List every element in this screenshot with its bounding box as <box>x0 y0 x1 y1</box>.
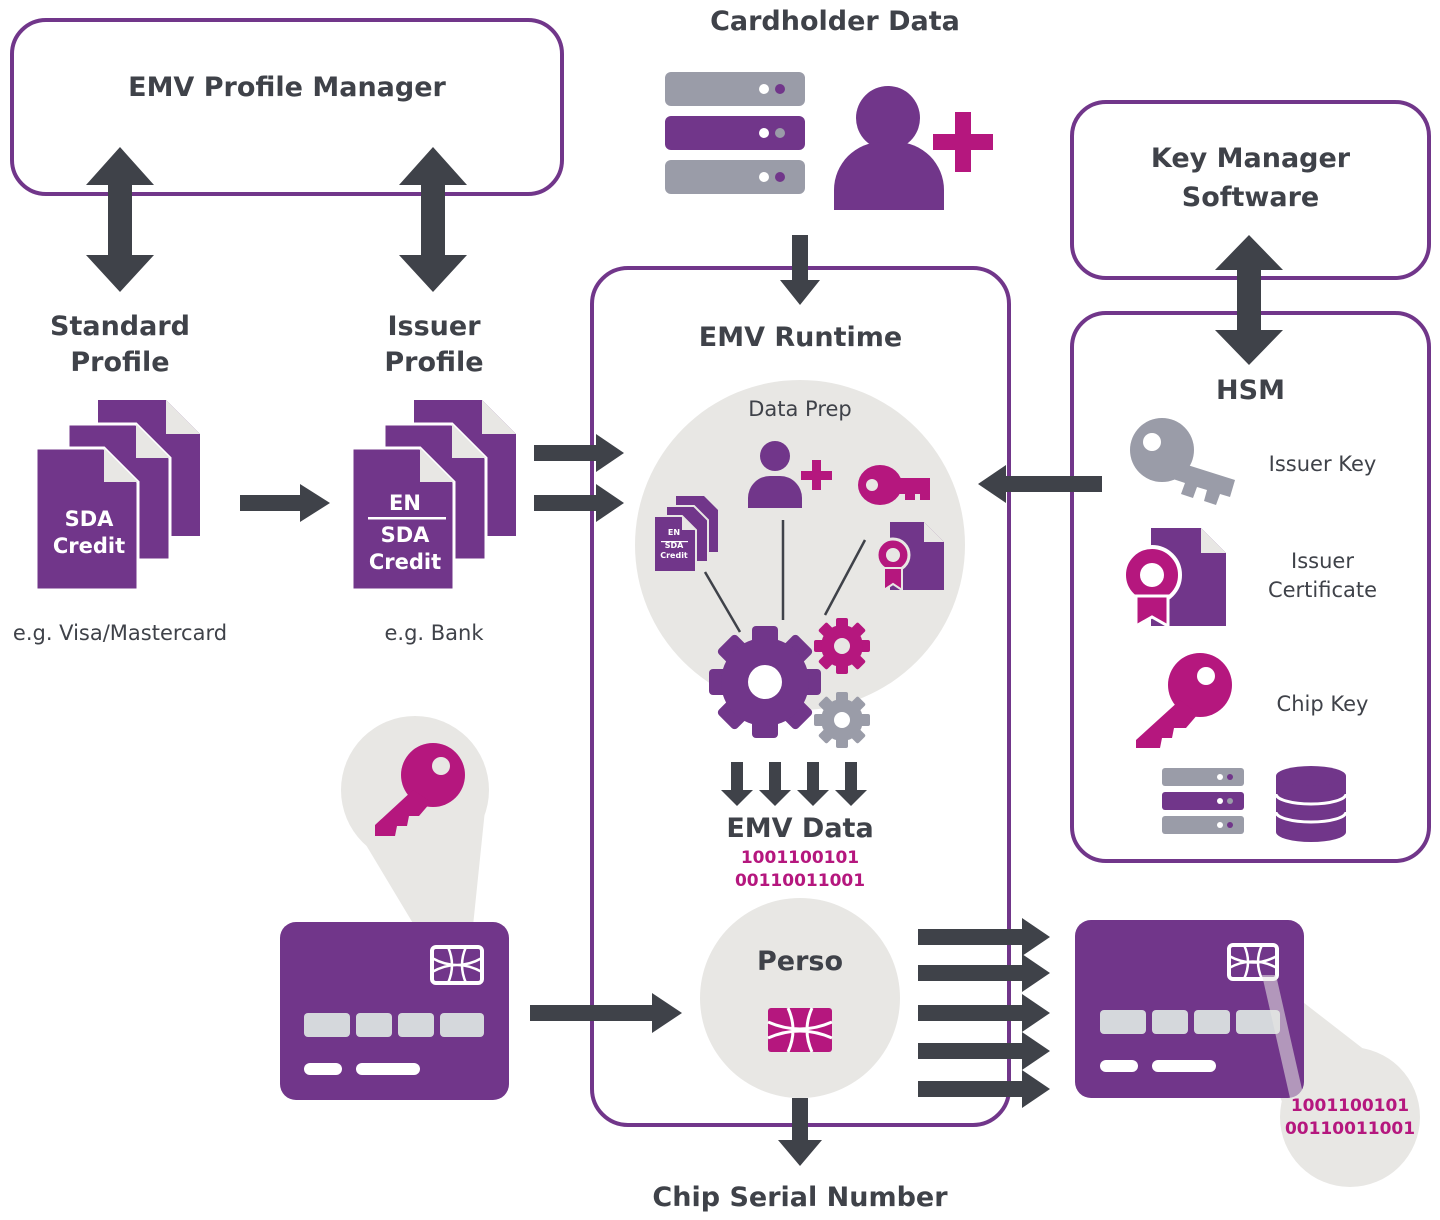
data-callout-beam-overlay <box>1262 975 1304 1098</box>
issuer-profile-title-line1: Issuer <box>387 311 481 342</box>
standard-doc-line2: Credit <box>52 534 126 558</box>
gear-icon <box>814 618 870 674</box>
data-prep-label: Data Prep <box>748 397 852 421</box>
cardholder-title: Cardholder Data <box>710 6 960 37</box>
standard-profile-title-line1: Standard <box>50 311 190 342</box>
arrow-left-icon <box>978 465 1102 503</box>
hsm-title: HSM <box>1216 375 1285 406</box>
arrow-right-icon <box>240 484 330 522</box>
user-plus-icon <box>748 441 832 508</box>
key-manager-title-line1: Key Manager <box>1150 143 1351 174</box>
runtime-title: EMV Runtime <box>698 322 903 353</box>
personalized-card-icon <box>1075 920 1304 1098</box>
mini-doc-line1: SDA <box>664 541 684 550</box>
emv-data-title: EMV Data <box>726 813 874 844</box>
database-icon <box>1274 766 1348 842</box>
hsm-issuer-certificate-label-line2: Certificate <box>1267 578 1378 602</box>
issuer-doc-line1: SDA <box>380 523 430 547</box>
issuer-profile-caption: e.g. Bank <box>384 621 484 645</box>
hsm-issuer-certificate-label-line1: Issuer <box>1291 549 1354 573</box>
mini-doc-stack-icon <box>653 496 718 573</box>
mini-doc-top: EN <box>667 528 681 537</box>
certificate-icon <box>875 522 944 592</box>
chip-icon <box>767 1007 833 1053</box>
standard-doc-line1: SDA <box>64 507 114 531</box>
arrow-right-icon <box>918 918 1050 1108</box>
hsm-chip-key-label: Chip Key <box>1276 692 1369 716</box>
profile-manager-title: EMV Profile Manager <box>128 72 446 103</box>
arrow-down-icon <box>780 235 820 305</box>
chip-icon <box>1227 943 1279 981</box>
standard-profile-title-line2: Profile <box>70 347 170 378</box>
data-prep-circle <box>635 380 965 710</box>
chip-serial-title: Chip Serial Number <box>652 1182 948 1213</box>
perso-label: Perso <box>756 946 844 977</box>
gear-icon <box>709 626 821 738</box>
connector-lines <box>703 520 867 633</box>
double-arrow-icon <box>399 147 467 292</box>
output-card-bits-1: 1001100101 <box>1290 1096 1410 1116</box>
profile-manager-box <box>10 18 564 196</box>
server-stack-icon <box>1162 768 1244 834</box>
arrow-right-icon <box>530 993 682 1033</box>
standard-profile-doc-stack-icon <box>34 400 200 592</box>
arrow-down-icon <box>778 1098 822 1166</box>
issuer-certificate-icon <box>1122 528 1226 629</box>
emv-data-bits-2: 00110011001 <box>734 871 866 891</box>
arrow-down-icon <box>721 762 867 806</box>
issuer-doc-line2: Credit <box>368 550 442 574</box>
add-user-icon <box>834 86 993 210</box>
issuer-profile-title-line2: Profile <box>384 347 484 378</box>
double-arrow-icon <box>86 147 154 292</box>
gear-icon <box>814 692 870 748</box>
double-arrow-icon <box>1215 235 1283 365</box>
key-icon <box>858 465 930 505</box>
blank-card-icon <box>280 922 509 1100</box>
chip-icon <box>430 945 484 985</box>
key-icon <box>375 743 465 836</box>
mini-doc-line2: Credit <box>660 551 688 560</box>
key-manager-title-line2: Software <box>1181 182 1320 213</box>
issuer-key-icon <box>1130 418 1235 505</box>
issuer-doc-top: EN <box>389 491 421 515</box>
issuer-profile-doc-stack-icon <box>350 400 516 592</box>
perso-circle <box>700 898 900 1098</box>
chip-key-icon <box>1136 653 1232 748</box>
emv-data-bits-1: 1001100101 <box>740 848 860 868</box>
standard-profile-caption: e.g. Visa/Mastercard <box>12 621 228 645</box>
output-card-bits-2: 00110011001 <box>1284 1119 1416 1139</box>
hsm-issuer-key-label: Issuer Key <box>1268 452 1377 476</box>
key-callout-beam <box>345 810 485 955</box>
server-stack-icon <box>665 72 805 194</box>
arrow-right-icon <box>534 434 624 522</box>
